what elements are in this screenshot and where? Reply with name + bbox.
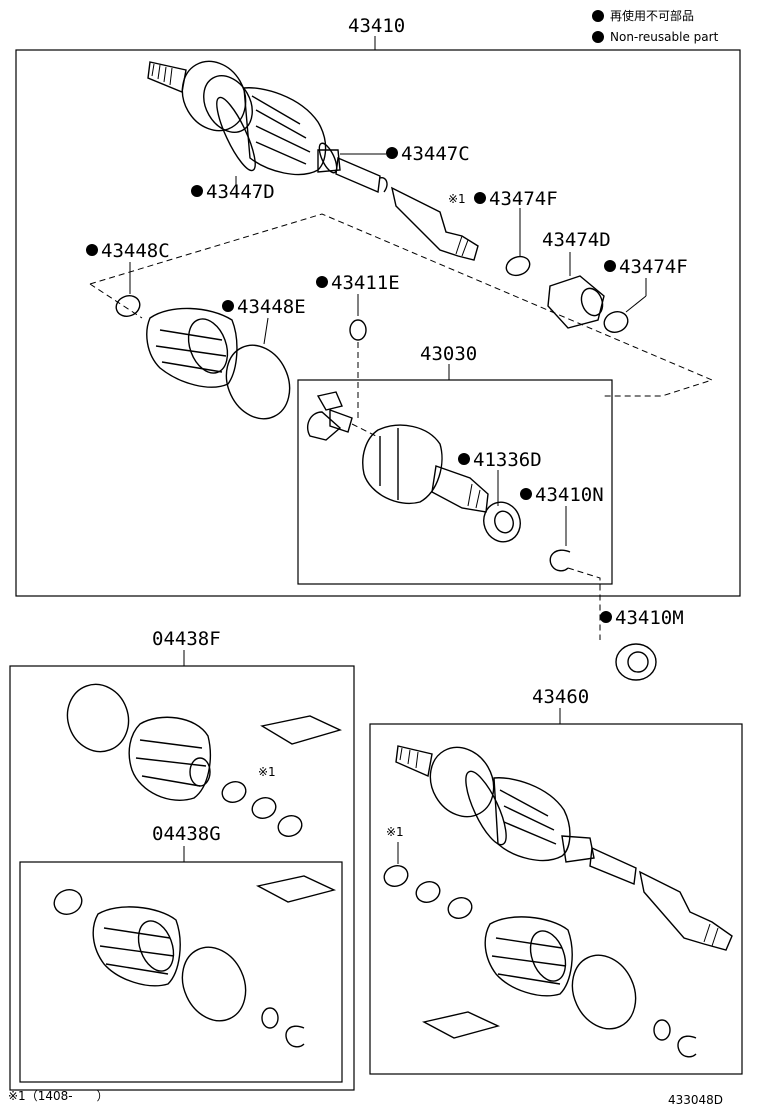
clamp-icon [251, 797, 277, 819]
kit-frame-04438F [9, 665, 355, 1091]
clamp-band-icon [216, 96, 256, 172]
legend-jp: 再使用不可部品 [610, 8, 694, 23]
clamp-icon [221, 781, 247, 803]
damper-icon [547, 275, 605, 329]
inboard-boot-icon [146, 307, 238, 388]
snap-ring-icon [549, 549, 571, 572]
boot-band-icon [571, 954, 637, 1030]
snap-ring-icon [677, 1035, 697, 1058]
clamp-icon [383, 865, 409, 887]
callout-04438G[interactable]: 04438G [152, 823, 221, 845]
callout-43410[interactable]: 43410 [348, 15, 405, 37]
callout-43447D[interactable]: 43447D [206, 181, 275, 203]
legend-en: Non-reusable part [610, 30, 719, 44]
snap-ring-icon [261, 1007, 279, 1029]
assembly-frame-43030 [297, 379, 613, 585]
kit-frame-04438G [19, 861, 343, 1083]
snap-ring-icon [653, 1019, 671, 1041]
callout-43447C[interactable]: 43447C [401, 143, 470, 165]
clamp-icon [505, 255, 531, 277]
callout-43474D[interactable]: 43474D [542, 229, 611, 251]
clamp-icon [603, 311, 629, 333]
callout-43460[interactable]: 43460 [532, 686, 589, 708]
callout-41336D[interactable]: 41336D [473, 449, 542, 471]
inboard-housing-icon [362, 424, 489, 513]
callout-43410N[interactable]: 43410N [535, 484, 604, 506]
non-reusable-dot-icon [592, 31, 604, 43]
assembly-frame-43460 [369, 723, 743, 1075]
grease-pack-icon [260, 715, 342, 745]
clamp-icon [447, 897, 473, 919]
callout-43030[interactable]: 43030 [420, 343, 477, 365]
group-outline-dashed [567, 567, 601, 640]
outboard-boot-icon [128, 716, 211, 801]
dust-cover-icon [615, 643, 657, 681]
callout-43410M[interactable]: 43410M [615, 607, 684, 629]
callout-04438F[interactable]: 04438F [152, 628, 221, 650]
inboard-boot-icon [484, 916, 573, 997]
clamp-band-icon [318, 142, 338, 174]
tripod-icon [306, 391, 353, 441]
ref-mark-1: ※1 [448, 192, 466, 206]
callout-43448C[interactable]: 43448C [101, 240, 170, 262]
snap-ring-icon [285, 1025, 305, 1048]
grease-pack-icon [422, 1011, 501, 1039]
assembly-frame-43410 [15, 49, 741, 597]
callout-43411E[interactable]: 43411E [331, 272, 400, 294]
non-reusable-dot-icon [592, 10, 604, 22]
callout-43474F-right[interactable]: 43474F [619, 256, 688, 278]
grease-pack-icon [255, 875, 337, 903]
clamp-icon [115, 295, 141, 317]
inboard-boot-icon [92, 906, 181, 987]
footnote: ※1（1408- ） [8, 1089, 109, 1103]
callout-43448E[interactable]: 43448E [237, 296, 306, 318]
diagram-code: 433048D [668, 1093, 723, 1107]
oil-seal-icon [483, 501, 521, 543]
snap-ring-icon [349, 319, 367, 341]
drive-shaft-assembly-icon [395, 745, 733, 951]
clamp-icon [277, 815, 303, 837]
ref-mark-1: ※1 [258, 765, 276, 779]
ref-mark-1: ※1 [386, 825, 404, 839]
callout-43474F-top[interactable]: 43474F [489, 188, 558, 210]
legend: 再使用不可部品 Non-reusable part [592, 8, 719, 44]
boot-band-icon [181, 946, 247, 1022]
boot-band-icon [66, 683, 130, 753]
boot-band-icon [225, 344, 291, 420]
clamp-icon [415, 881, 441, 903]
clamp-icon [53, 889, 83, 915]
group-outline-dashed [89, 213, 714, 397]
